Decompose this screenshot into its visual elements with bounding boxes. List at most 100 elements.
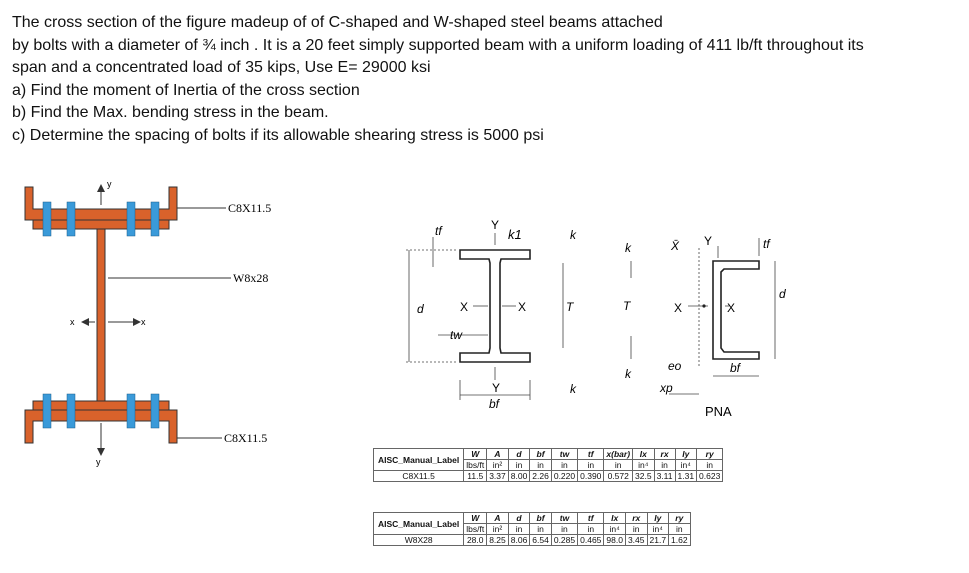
w-hdr-w: W bbox=[463, 512, 488, 524]
w-value: 8.25 bbox=[486, 534, 509, 546]
w-value: 0.285 bbox=[550, 534, 579, 546]
w-label-Y-bottom: Y bbox=[492, 381, 500, 395]
c-label-k-bottom: k bbox=[625, 367, 632, 381]
label-w-beam: W8x28 bbox=[233, 271, 268, 285]
w-label-bf: bf bbox=[489, 397, 501, 411]
w-label-k1: k1 bbox=[508, 227, 522, 242]
c-hdr-bf: bf bbox=[529, 448, 552, 460]
c-label-X-right: X bbox=[727, 301, 735, 315]
w-hdr-ix: Ix bbox=[603, 512, 626, 524]
x-axis-label-left: x bbox=[70, 317, 75, 327]
y-axis-label-top: y bbox=[107, 179, 112, 189]
c-value: 32.5 bbox=[632, 470, 655, 482]
problem-line-2: by bolts with a diameter of ¾ inch . It … bbox=[12, 36, 864, 54]
c-value: 3.37 bbox=[486, 470, 509, 482]
w-hdr-d: d bbox=[507, 512, 531, 524]
c-unit: lbs/ft bbox=[463, 459, 488, 471]
c-value: 0.390 bbox=[577, 470, 605, 482]
w-top-flange bbox=[32, 219, 170, 230]
w-unit: lbs/ft bbox=[463, 523, 488, 535]
composite-section-figure: y y x x C8X11.5 W8x28 C8X11.5 bbox=[24, 179, 271, 467]
w-value: 0.465 bbox=[577, 534, 605, 546]
c-hdr-tf: tf bbox=[577, 448, 605, 460]
w-label-X-right: X bbox=[518, 300, 526, 314]
c-value: 0.623 bbox=[696, 470, 724, 482]
c-label-pna: PNA bbox=[705, 404, 732, 419]
c-label-Y: Y bbox=[704, 234, 712, 248]
c-unit: in bbox=[653, 459, 676, 471]
c-label-eo: eo bbox=[668, 359, 682, 373]
c-hdr-iy: Iy bbox=[674, 448, 698, 460]
c-value: 11.5 bbox=[463, 470, 488, 482]
c-hdr-xbar: x(bar) bbox=[603, 448, 634, 460]
w-unit: in bbox=[507, 523, 531, 535]
c-unit: in bbox=[696, 459, 724, 471]
w-unit: in⁴ bbox=[646, 523, 670, 535]
c-channel-properties-table: AISC_Manual_Label W A d bf tw tf x(bar) … bbox=[372, 448, 724, 482]
w-value: 21.7 bbox=[646, 534, 670, 546]
c-value: 0.572 bbox=[603, 470, 634, 482]
c-hdr-a: A bbox=[486, 448, 509, 460]
w-label-X-left: X bbox=[460, 300, 468, 314]
w-value: 6.54 bbox=[529, 534, 552, 546]
c-unit: in bbox=[577, 459, 605, 471]
w-value: 98.0 bbox=[603, 534, 626, 546]
label-top-channel: C8X11.5 bbox=[228, 201, 271, 215]
c-unit: in bbox=[550, 459, 579, 471]
c-hdr-ix: Ix bbox=[632, 448, 655, 460]
w-unit: in⁴ bbox=[603, 523, 626, 535]
x-axis-label-right: x bbox=[141, 317, 146, 327]
c-label-X-left: X bbox=[674, 301, 682, 315]
w-table-label: AISC_Manual_Label bbox=[372, 512, 465, 535]
problem-line-6: c) Determine the spacing of bolts if its… bbox=[12, 126, 544, 144]
bolts-top bbox=[42, 201, 160, 237]
problem-line-3: span and a concentrated load of 35 kips,… bbox=[12, 59, 431, 76]
w-value: 28.0 bbox=[463, 534, 488, 546]
c-label-bf: bf bbox=[730, 361, 742, 375]
c-value: 0.220 bbox=[550, 470, 579, 482]
c-unit: in⁴ bbox=[632, 459, 655, 471]
w-unit: in bbox=[624, 523, 648, 535]
c-table-label: AISC_Manual_Label bbox=[372, 448, 465, 471]
w-label-d: d bbox=[417, 302, 424, 316]
y-axis-label-bottom: y bbox=[96, 457, 101, 467]
w-unit: in² bbox=[486, 523, 509, 535]
w-hdr-bf: bf bbox=[529, 512, 552, 524]
c-shape-diagram: k X̄ Y tf d T X X k eo xp bf PNA bbox=[623, 234, 786, 419]
c-label-xp: xp bbox=[659, 381, 673, 395]
c-value: 8.00 bbox=[507, 470, 531, 482]
c-label-k-top: k bbox=[625, 241, 632, 255]
w-shape-diagram: tf Y k1 k d X X tw T Y k bf bbox=[406, 218, 577, 411]
w-value: 1.62 bbox=[668, 534, 691, 546]
c-value: 2.26 bbox=[529, 470, 552, 482]
c-value: 1.31 bbox=[674, 470, 698, 482]
w-hdr-tw: tw bbox=[550, 512, 579, 524]
c-unit: in bbox=[603, 459, 634, 471]
w-web bbox=[96, 228, 106, 402]
c-hdr-d: d bbox=[507, 448, 531, 460]
w-bottom-flange bbox=[32, 400, 170, 411]
c-hdr-w: W bbox=[463, 448, 488, 460]
c-label-T: T bbox=[623, 299, 632, 313]
w-row-label: W8X28 bbox=[372, 534, 465, 546]
c-unit: in bbox=[507, 459, 531, 471]
bottom-channel-shape bbox=[24, 409, 178, 444]
w-beam-properties-table: AISC_Manual_Label W A d bf tw tf Ix rx I… bbox=[372, 512, 691, 546]
problem-line-1: The cross section of the figure madeup o… bbox=[12, 14, 663, 31]
problem-line-4: a) Find the moment of Inertia of the cro… bbox=[12, 81, 360, 99]
w-label-k-top: k bbox=[570, 228, 577, 242]
w-label-k-bottom: k bbox=[570, 382, 577, 396]
c-label-xbar: X̄ bbox=[670, 239, 680, 253]
w-label-tf: tf bbox=[435, 224, 443, 238]
c-label-tf: tf bbox=[763, 237, 771, 251]
w-value: 3.45 bbox=[624, 534, 648, 546]
w-hdr-rx: rx bbox=[624, 512, 648, 524]
w-value: 8.06 bbox=[507, 534, 531, 546]
c-hdr-ry: ry bbox=[696, 448, 724, 460]
w-label-tw: tw bbox=[450, 328, 463, 342]
c-value: 3.11 bbox=[653, 470, 676, 482]
w-label-Y-top: Y bbox=[491, 218, 499, 232]
c-row-label: C8X11.5 bbox=[372, 470, 465, 482]
centroid-dot bbox=[702, 304, 706, 308]
w-hdr-ry: ry bbox=[668, 512, 691, 524]
